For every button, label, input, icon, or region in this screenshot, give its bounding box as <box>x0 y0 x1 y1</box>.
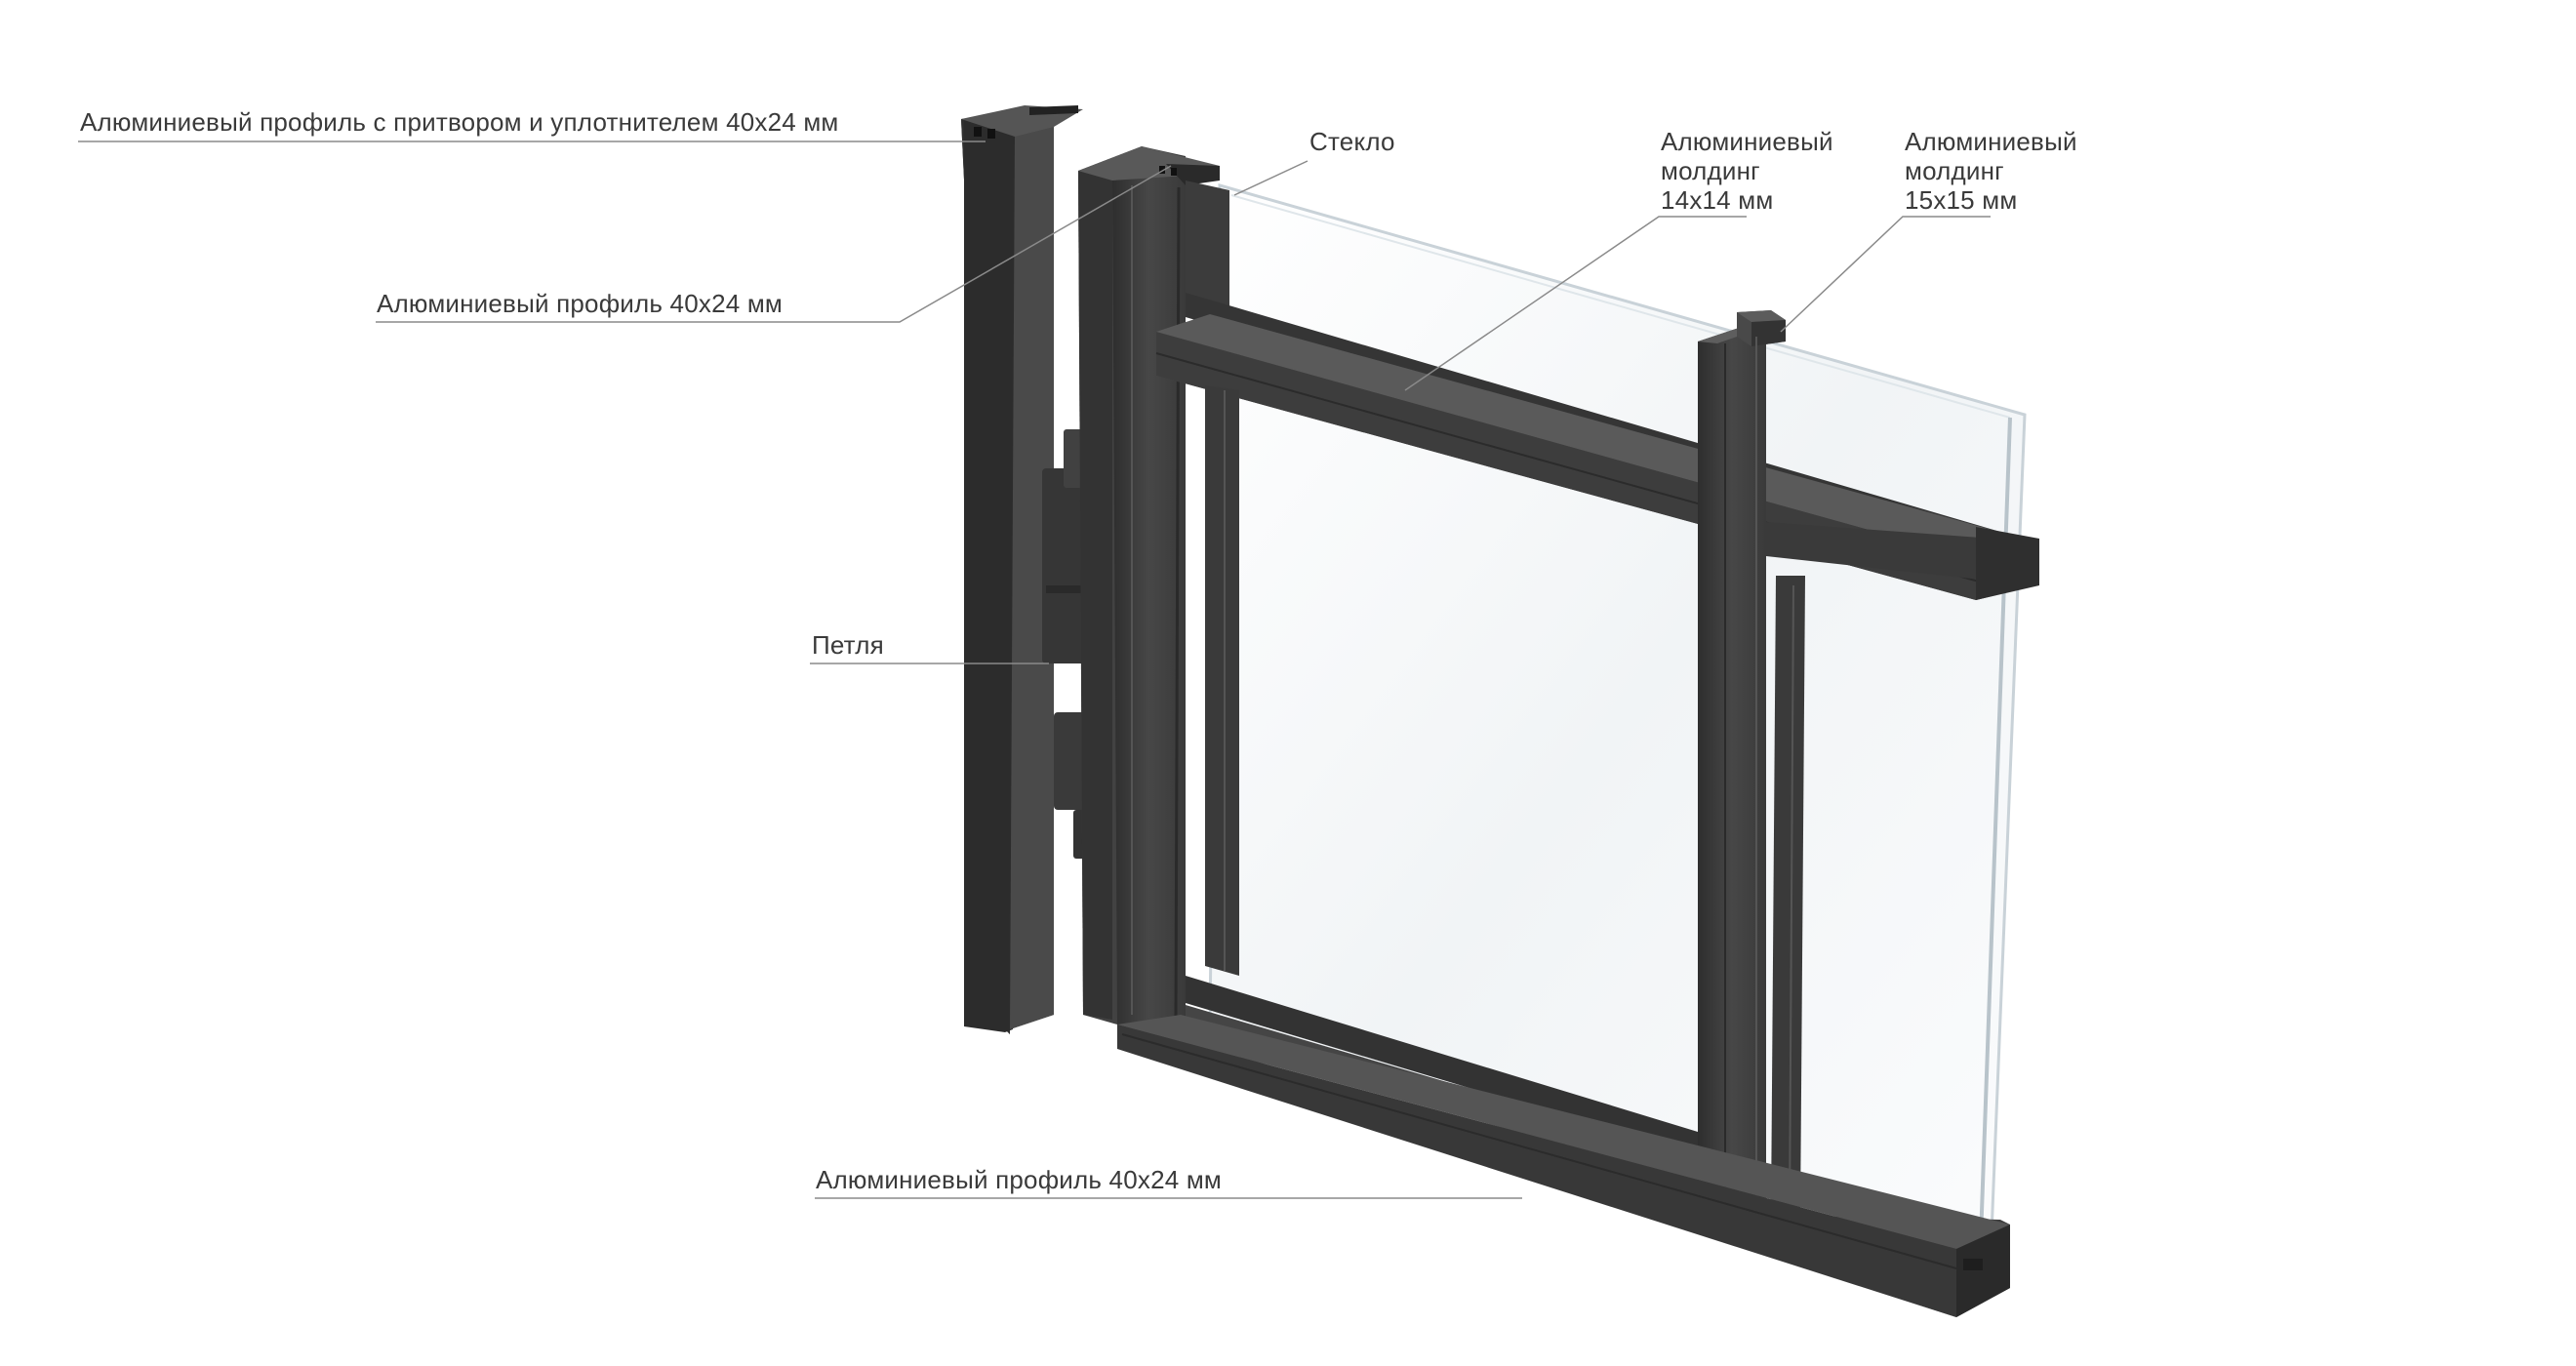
label-molding-14x14-line2: молдинг <box>1661 156 1760 185</box>
label-molding-15x15-line3: 15x15 мм <box>1905 185 2018 215</box>
label-profile-top: Алюминиевый профиль 40x24 мм <box>377 289 783 318</box>
label-molding-15x15: Алюминиевый молдинг 15x15 мм <box>1905 127 2077 215</box>
label-profile-with-seal: Алюминиевый профиль с притвором и уплотн… <box>80 107 839 137</box>
fixed-post-profile <box>961 105 1083 1034</box>
leader-lines <box>78 141 1991 1199</box>
leader-molding-14 <box>1404 216 1747 391</box>
leader-molding-15 <box>1780 216 1991 333</box>
sash-bottom-profile <box>1117 1015 2010 1317</box>
sash-right-inner-stile <box>1771 576 1805 1220</box>
leader-profile-top <box>376 165 1172 323</box>
label-molding-14x14-line1: Алюминиевый <box>1661 127 1833 156</box>
label-glass: Стекло <box>1309 127 1395 156</box>
molding-14x14-right-segment <box>1766 522 2039 600</box>
label-profile-bottom: Алюминиевый профиль 40x24 мм <box>816 1165 1222 1194</box>
molding-15x15-vertical <box>1698 310 1786 1215</box>
label-molding-15x15-line1: Алюминиевый <box>1905 127 2077 156</box>
label-molding-14x14: Алюминиевый молдинг 14x14 мм <box>1661 127 1833 215</box>
label-hinge: Петля <box>812 630 884 660</box>
leader-glass <box>1233 160 1308 196</box>
label-molding-15x15-line2: молдинг <box>1905 156 2004 185</box>
label-molding-14x14-line3: 14x14 мм <box>1661 185 1774 215</box>
